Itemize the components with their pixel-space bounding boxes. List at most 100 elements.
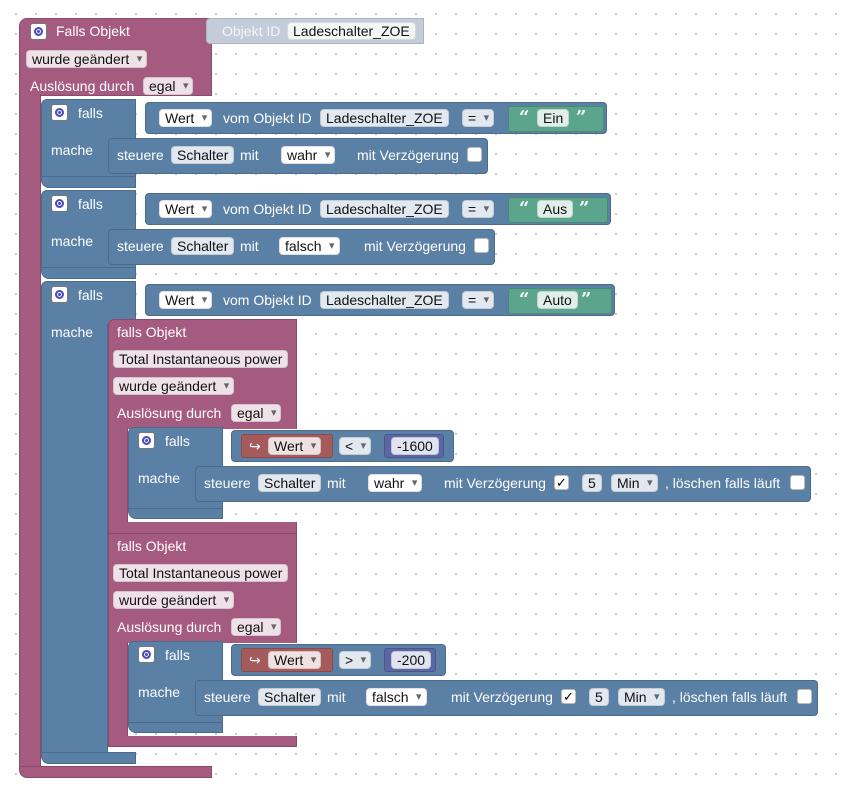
gear-icon[interactable]: [30, 23, 47, 40]
nested-trigger-2-changed[interactable]: wurde geändert: [113, 591, 235, 609]
gear-icon[interactable]: [138, 432, 155, 449]
object-field-1[interactable]: Ladeschalter_ZOE: [320, 109, 449, 127]
if-block-3-foot: [41, 752, 136, 764]
inner-value-dropdown-2[interactable]: falsch: [366, 688, 427, 706]
op-dropdown-1[interactable]: =: [462, 109, 495, 127]
delay-checkbox-2[interactable]: [474, 238, 489, 253]
quote-close-icon: ”: [576, 107, 587, 128]
nested-trigger-2-object[interactable]: Total Instantaneous power: [113, 564, 289, 582]
nested-trigger-1-by-label: Auslösung durch: [117, 405, 222, 421]
quote-open-icon: “: [519, 198, 530, 219]
if-2-do-label: mache: [51, 233, 94, 249]
inner-clear-checkbox-1[interactable]: [790, 475, 805, 490]
trigger-by-label: Auslösung durch: [30, 78, 135, 94]
inner-var-dropdown-1[interactable]: Wert: [268, 437, 322, 455]
inner-clear-checkbox-2[interactable]: [797, 689, 812, 704]
trigger-block-stem: [19, 95, 41, 768]
delay-label-1: mit Verzögerung: [357, 147, 459, 163]
inner-delay-label-2: mit Verzögerung: [451, 689, 553, 705]
text-field-2[interactable]: Aus: [537, 200, 574, 218]
steuere-label-1: steuere: [117, 147, 164, 163]
trigger-changed-dropdown[interactable]: wurde geändert: [26, 50, 148, 68]
attr-dropdown-1[interactable]: Wert: [159, 109, 213, 127]
quote-open-icon: “: [519, 289, 530, 310]
inner-delay-amount-1[interactable]: 5: [582, 474, 602, 492]
nested-trigger-1-stem: [108, 428, 128, 524]
vom-objekt-label-2: vom Objekt ID: [223, 201, 312, 217]
gear-icon[interactable]: [51, 286, 68, 303]
value-dropdown-2[interactable]: falsch: [279, 237, 340, 255]
inner-steuere-label-1: steuere: [204, 475, 251, 491]
attr-dropdown-2[interactable]: Wert: [159, 200, 213, 218]
if-3-label: falls: [78, 287, 103, 303]
trigger-block-foot: [19, 766, 212, 778]
if-1-do-label: mache: [51, 142, 94, 158]
nested-trigger-1-header: falls Objekt: [117, 324, 187, 340]
value-dropdown-1[interactable]: wahr: [281, 146, 336, 164]
steuere-label-2: steuere: [117, 238, 164, 254]
if-block-3-stem: [41, 324, 108, 756]
quote-close-icon: ”: [579, 198, 590, 219]
trigger-header: Falls Objekt: [56, 23, 130, 39]
target-field-1[interactable]: Schalter: [171, 146, 235, 164]
if-block-2-foot: [41, 267, 136, 279]
inner-value-dropdown-1[interactable]: wahr: [368, 474, 423, 492]
attr-dropdown-3[interactable]: Wert: [159, 291, 213, 309]
trigger-object-id-field[interactable]: Ladeschalter_ZOE: [287, 22, 416, 40]
inner-number-field-1[interactable]: -1600: [391, 437, 439, 455]
inner-number-field-2[interactable]: -200: [391, 651, 432, 669]
inner-op-dropdown-2[interactable]: >: [339, 651, 372, 669]
nested-trigger-2-header: falls Objekt: [117, 538, 187, 554]
mit-label-2: mit: [240, 238, 259, 254]
inner-if-2-do-label: mache: [138, 684, 181, 700]
inner-delay-label-1: mit Verzögerung: [444, 475, 546, 491]
inner-if-2-label: falls: [165, 647, 190, 663]
inner-if-1-label: falls: [165, 433, 190, 449]
nested-trigger-2-by-dropdown[interactable]: egal: [231, 618, 282, 636]
delay-checkbox-1[interactable]: [467, 147, 482, 162]
op-dropdown-2[interactable]: =: [462, 200, 495, 218]
target-field-2[interactable]: Schalter: [171, 237, 235, 255]
text-field-1[interactable]: Ein: [537, 109, 570, 127]
if-2-label: falls: [78, 196, 103, 212]
nested-trigger-2-foot: [108, 736, 297, 747]
mit-label-1: mit: [240, 147, 259, 163]
inner-if-1-do-label: mache: [138, 470, 181, 486]
inner-target-field-1[interactable]: Schalter: [258, 474, 322, 492]
inner-if-1-foot: [128, 508, 223, 519]
if-1-label: falls: [78, 105, 103, 121]
inner-delay-checkbox-2[interactable]: ✓: [561, 689, 576, 704]
inner-delay-unit-1[interactable]: Min: [611, 474, 658, 492]
object-field-3[interactable]: Ladeschalter_ZOE: [320, 291, 449, 309]
object-field-2[interactable]: Ladeschalter_ZOE: [320, 200, 449, 218]
inner-delay-amount-2[interactable]: 5: [589, 688, 609, 706]
gear-icon[interactable]: [51, 195, 68, 212]
inner-mit-label-2: mit: [327, 689, 346, 705]
ghost-label: Objekt ID: [222, 23, 281, 39]
inner-if-2-foot: [128, 722, 223, 733]
op-dropdown-3[interactable]: =: [462, 291, 495, 309]
gear-icon[interactable]: [138, 646, 155, 663]
text-field-3[interactable]: Auto: [537, 291, 578, 309]
inner-delay-checkbox-1[interactable]: ✓: [554, 475, 569, 490]
inner-steuere-label-2: steuere: [204, 689, 251, 705]
gear-icon[interactable]: [51, 104, 68, 121]
quote-open-icon: “: [519, 107, 530, 128]
inner-mit-label-1: mit: [327, 475, 346, 491]
nested-trigger-1-changed[interactable]: wurde geändert: [113, 377, 235, 395]
inner-delay-unit-2[interactable]: Min: [618, 688, 665, 706]
inner-var-dropdown-2[interactable]: Wert: [268, 651, 322, 669]
get-arrow-icon: ↪: [249, 652, 261, 668]
inner-target-field-2[interactable]: Schalter: [258, 688, 322, 706]
if-3-do-label: mache: [51, 324, 94, 340]
nested-trigger-2-stem: [108, 642, 128, 738]
inner-clear-label-1: , löschen falls läuft: [665, 475, 781, 491]
inner-op-dropdown-1[interactable]: <: [339, 437, 372, 455]
delay-label-2: mit Verzögerung: [364, 238, 466, 254]
nested-trigger-1-by-dropdown[interactable]: egal: [231, 404, 282, 422]
vom-objekt-label-1: vom Objekt ID: [223, 110, 312, 126]
trigger-by-dropdown[interactable]: egal: [143, 77, 194, 95]
if-block-1-foot: [41, 176, 136, 188]
nested-trigger-1-object[interactable]: Total Instantaneous power: [113, 350, 289, 368]
vom-objekt-label-3: vom Objekt ID: [223, 292, 312, 308]
